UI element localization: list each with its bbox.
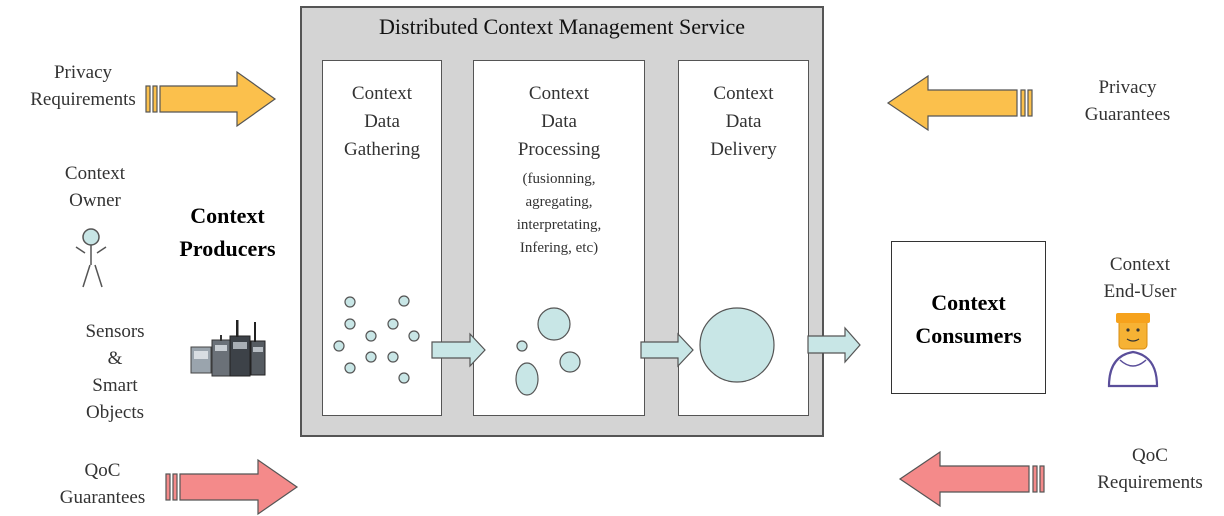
gathering-title: Context Data Gathering: [322, 80, 442, 164]
qoc-requirements-arrow: [898, 450, 1045, 508]
sensors-line-2: &: [107, 348, 123, 369]
gathering-line-2: Data: [364, 111, 400, 132]
processing-line-1: Context: [528, 83, 590, 104]
flow-arrow-delivery-consumers: [807, 326, 861, 364]
delivery-line-2: Data: [725, 111, 762, 132]
flow-arrow-processing-delivery: [640, 332, 694, 368]
processing-line-2: Data: [541, 111, 577, 132]
processing-sub-2: agregating,: [525, 194, 593, 210]
gathering-bubbles: [333, 295, 420, 384]
processing-panel: [473, 60, 645, 416]
qoc-requirements-label: QoC Requirements: [1075, 442, 1224, 496]
privacy-req-line-1: Privacy: [53, 62, 113, 83]
gathering-line-3: Gathering: [344, 139, 420, 160]
end-user-avatar-icon: [1107, 313, 1159, 388]
privacy-requirements-label: Privacy Requirements: [20, 59, 146, 113]
processing-line-3: Processing: [517, 139, 601, 160]
qoc-req-line-1: QoC: [1132, 445, 1168, 466]
processing-bubbles: [515, 307, 581, 396]
processing-title: Context Data Processing: [473, 80, 645, 164]
processing-sub-4: Infering, etc): [519, 240, 599, 256]
processing-sub-1: (fusionning,: [522, 171, 596, 187]
sensors-line-3: Smart: [92, 375, 138, 396]
privacy-guarantees-label: Privacy Guarantees: [1065, 74, 1190, 128]
qoc-guarantees-arrow: [165, 458, 299, 516]
privacy-requirements-arrow: [145, 70, 277, 128]
processing-sub-3: interpretating,: [516, 217, 602, 233]
owner-line-2: Owner: [69, 190, 121, 211]
enduser-line-1: Context: [1109, 254, 1171, 275]
sensors-line-4: Objects: [85, 402, 145, 423]
service-title: Distributed Context Management Service: [379, 14, 745, 39]
sensors-line-1: Sensors: [85, 321, 145, 342]
privacy-guar-line-1: Privacy: [1098, 77, 1157, 98]
qoc-req-line-2: Requirements: [1097, 472, 1203, 493]
gathering-panel: [322, 60, 442, 416]
context-consumers-label: Context Consumers: [891, 286, 1046, 352]
consumers-line-1: Context: [931, 290, 1006, 315]
producers-line-2: Producers: [179, 236, 276, 261]
delivery-bubble: [699, 307, 775, 383]
context-consumers-box: [891, 241, 1046, 394]
delivery-line-1: Context: [713, 83, 774, 104]
producers-line-1: Context: [190, 203, 265, 228]
qoc-guar-line-2: Guarantees: [59, 487, 146, 508]
owner-line-1: Context: [64, 163, 126, 184]
privacy-req-line-2: Requirements: [30, 89, 136, 110]
privacy-guar-line-2: Guarantees: [1084, 104, 1171, 125]
gathering-line-1: Context: [351, 83, 413, 104]
delivery-title: Context Data Delivery: [678, 80, 809, 164]
end-user-label: Context End-User: [1085, 251, 1195, 305]
sensor-devices-icon: [190, 320, 266, 377]
sensors-label: Sensors & Smart Objects: [70, 318, 160, 426]
qoc-guarantees-label: QoC Guarantees: [40, 457, 165, 511]
context-owner-label: Context Owner: [50, 160, 140, 214]
delivery-line-3: Delivery: [710, 139, 777, 160]
qoc-guar-line-1: QoC: [84, 460, 121, 481]
context-producers-label: Context Producers: [160, 199, 295, 265]
enduser-line-2: End-User: [1103, 281, 1177, 302]
context-owner-figure-icon: [75, 228, 107, 288]
privacy-guarantees-arrow: [886, 74, 1033, 132]
flow-arrow-gathering-processing: [431, 332, 486, 368]
consumers-line-2: Consumers: [915, 323, 1022, 348]
processing-subtitle: (fusionning, agregating, interpretating,…: [473, 168, 645, 260]
